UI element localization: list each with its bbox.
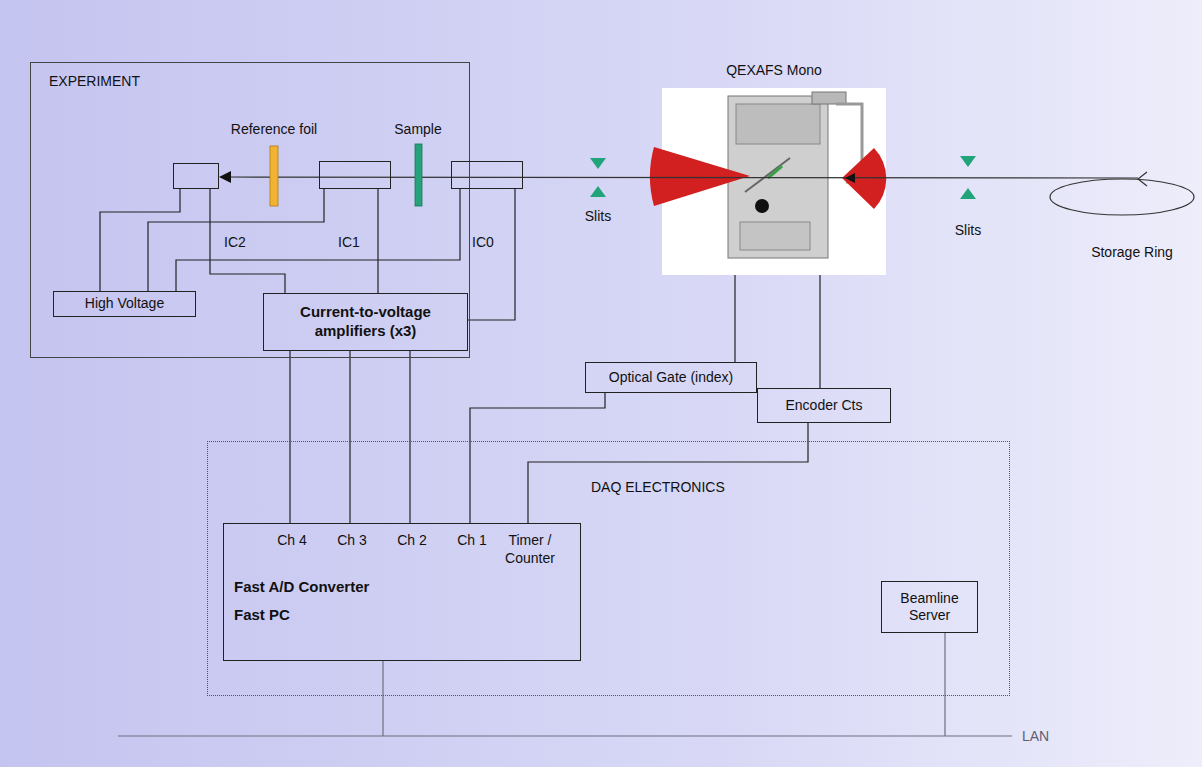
sample-plate [415,144,422,206]
wire [349,351,350,523]
wire [468,189,515,320]
monochromator-picture [650,88,886,275]
wire [289,351,290,523]
node-text: Beamline Server [888,590,971,625]
wire [100,189,180,291]
part-name: Storage Ring [1091,244,1173,262]
lan-wire [118,632,1012,736]
beam-arrow [845,173,855,183]
beam-arrow [219,171,231,183]
node-text: Current-to-voltage amplifiers (x3) [270,303,461,341]
node-text: Encoder Cts [785,397,862,415]
node-text: Ch 2 [397,532,427,550]
part-name: Slits [955,222,981,240]
wire [819,275,820,388]
network-name: LAN [1022,728,1049,746]
wire [409,351,410,523]
ring-direction [1138,172,1147,186]
ion-chamber: IC1 [319,161,391,189]
wire [528,423,808,523]
node-text: DAQ ELECTRONICS [591,479,725,497]
wire [210,189,285,293]
slits-symbol [590,156,976,199]
node-text: Ch 3 [337,532,367,550]
node-text: QEXAFS Mono [726,62,822,80]
adc-box: Ch 4 Ch 3 Ch 2 Ch 1Timer / CounterFast A/D … [223,523,581,661]
storage-ring [1050,179,1194,215]
node-text: Timer / Counter [490,532,570,567]
wire [176,189,460,291]
part-name: Sample [394,121,441,139]
node-text: IC2 [224,234,246,252]
part-name: Slits [585,208,611,226]
server-box: Beamline Server [881,581,978,633]
node-text: Fast PC [234,606,290,625]
wire [734,275,735,362]
group-box: EXPERIMENTIC2IC1IC0High VoltageCurrent-t… [30,62,470,358]
ion-chamber: IC2 [173,163,219,189]
node-text: Optical Gate (index) [609,369,734,387]
daq-group: DAQ ELECTRONICS Ch 4 Ch 3 Ch 2 Ch 1Timer / C… [207,441,1010,696]
node-text: Ch 4 [277,532,307,550]
reference-foil [270,146,278,206]
gate-box: Optical Gate (index) [585,362,757,393]
beam-line [228,177,1138,178]
part-name: Reference foil [231,121,317,139]
node-text: IC1 [338,234,360,252]
wire [377,189,378,293]
amplifier-box: Current-to-voltage amplifiers (x3) [263,293,468,351]
node-text: Ch 1 [457,532,487,550]
node-text: Fast A/D Converter [234,578,369,597]
wire [470,393,605,523]
encoder-box: Encoder Cts [757,388,891,423]
node-text: EXPERIMENT [49,73,140,91]
node-text: IC0 [472,234,494,252]
wire [148,189,324,291]
node-text: High Voltage [85,295,164,313]
power-box: High Voltage [53,291,196,317]
ion-chamber: IC0 [451,161,523,189]
monochromator: QEXAFS Mono [662,88,886,275]
